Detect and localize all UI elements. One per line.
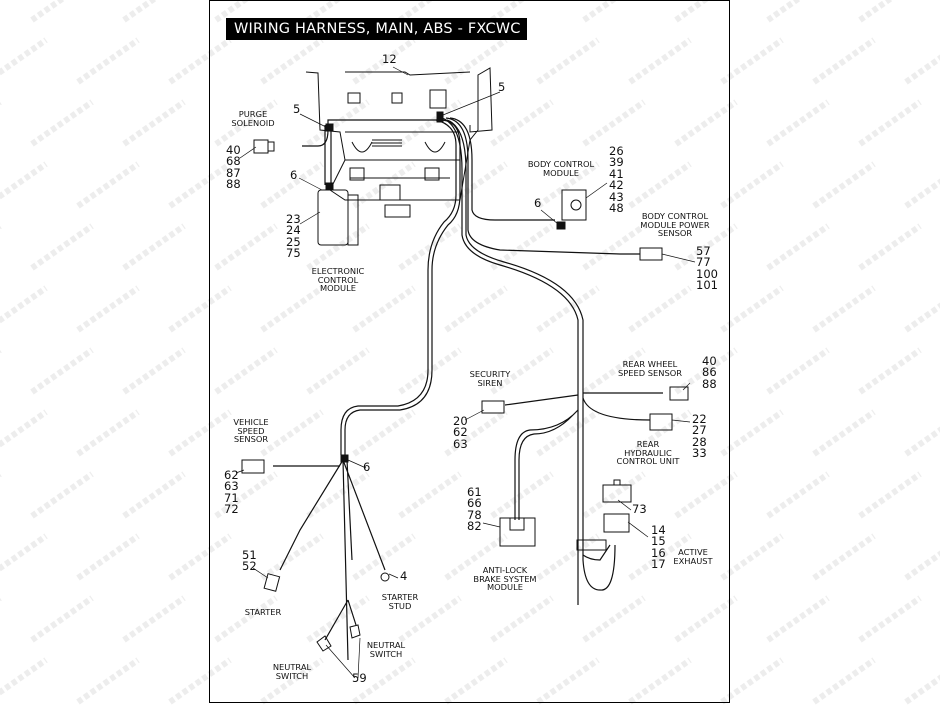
active-exhaust-label: ACTIVE EXHAUST bbox=[673, 547, 713, 566]
callout-security-siren: 20 62 63 bbox=[453, 414, 468, 451]
neutral-switch-left-connector bbox=[316, 635, 332, 652]
callout-ecm: 23 24 25 75 bbox=[286, 212, 301, 261]
callout-bcm-clip: 6 bbox=[534, 196, 542, 210]
abs-module bbox=[499, 517, 536, 547]
security-siren-label: SECURITY SIREN bbox=[469, 369, 511, 388]
callout-abs-module: 61 66 78 82 bbox=[467, 485, 482, 534]
main-harness bbox=[273, 117, 663, 661]
diagram-frame bbox=[209, 0, 730, 703]
security-siren-connector bbox=[481, 400, 505, 414]
callout-bcm-power-sensor: 57 77 100 101 bbox=[696, 244, 718, 293]
components bbox=[241, 111, 689, 652]
ecm-label: ELECTRONIC CONTROL MODULE bbox=[311, 266, 365, 294]
rear-wheel-speed-sensor-connector bbox=[669, 386, 689, 401]
callout-starter-stud: 4 bbox=[400, 569, 408, 583]
rear-hydraulic-connector bbox=[649, 413, 673, 431]
callout-clip-right: 5 bbox=[498, 80, 506, 94]
bcm-label: BODY CONTROL MODULE bbox=[527, 159, 595, 178]
bcm-power-sensor-connector bbox=[639, 247, 663, 261]
callout-neutral-switch: 59 bbox=[352, 671, 367, 685]
leader-lines bbox=[235, 66, 696, 679]
purge-solenoid-label: PURGE SOLENOID bbox=[231, 109, 275, 128]
callout-purge-solenoid: 40 68 87 88 bbox=[226, 143, 241, 192]
neutral-switch-right-connector bbox=[349, 624, 361, 639]
callout-clip-left: 5 bbox=[293, 102, 301, 116]
callout-active-exhaust-cover: 73 bbox=[632, 502, 647, 516]
callout-vehicle-speed-sensor: 62 63 71 72 bbox=[224, 468, 239, 517]
vehicle-speed-sensor-connector bbox=[241, 459, 265, 474]
callout-rear-wheel-speed-sensor: 40 86 88 bbox=[702, 354, 717, 391]
frame-bracket bbox=[305, 67, 493, 218]
callout-harness-clip: 6 bbox=[363, 460, 371, 474]
diagram-title: WIRING HARNESS, MAIN, ABS - FXCWC bbox=[226, 18, 527, 40]
starter-stud-label: STARTER STUD bbox=[381, 592, 419, 611]
bcm-body bbox=[561, 189, 587, 221]
callout-rear-hydraulic-control-unit: 22 27 28 33 bbox=[692, 412, 707, 461]
rear-hydraulic-control-unit-label: REAR HYDRAULIC CONTROL UNIT bbox=[616, 439, 680, 467]
vehicle-speed-sensor-label: VEHICLE SPEED SENSOR bbox=[233, 417, 269, 445]
abs-module-label: ANTI-LOCK BRAKE SYSTEM MODULE bbox=[473, 565, 537, 593]
rear-wheel-speed-sensor-label: REAR WHEEL SPEED SENSOR bbox=[617, 359, 683, 378]
purge-solenoid-connector bbox=[253, 139, 269, 154]
neutral-switch-left-label: NEUTRAL SWITCH bbox=[272, 662, 312, 681]
starter-connector bbox=[263, 573, 281, 592]
callout-frame: 12 bbox=[382, 52, 397, 66]
callout-ecm-clip: 6 bbox=[290, 168, 298, 182]
starter-label: STARTER bbox=[244, 607, 282, 617]
active-exhaust-connector bbox=[603, 513, 630, 533]
callout-bcm: 26 39 41 42 43 48 bbox=[609, 144, 624, 216]
callout-starter: 51 52 bbox=[242, 548, 257, 574]
ecm-body bbox=[317, 189, 349, 246]
active-exhaust-cover bbox=[602, 484, 632, 503]
starter-stud-ring bbox=[380, 572, 390, 582]
bcm-power-sensor-label: BODY CONTROL MODULE POWER SENSOR bbox=[640, 211, 710, 239]
callout-active-exhaust: 14 15 16 17 bbox=[651, 523, 666, 572]
neutral-switch-right-label: NEUTRAL SWITCH bbox=[366, 640, 406, 659]
